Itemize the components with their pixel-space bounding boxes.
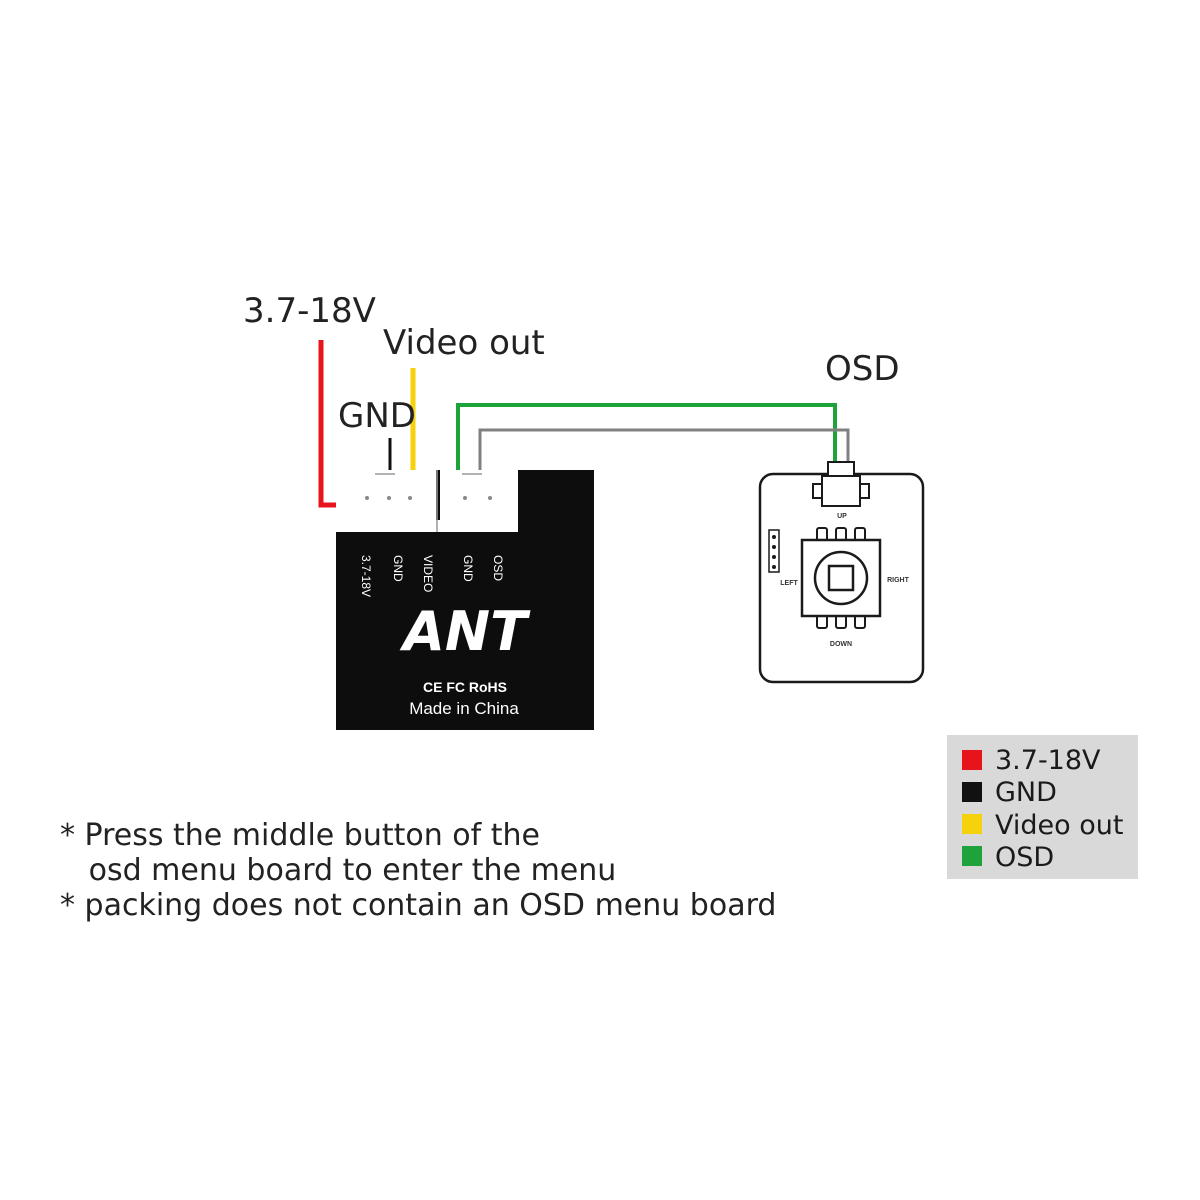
pin-label-video: VIDEO [421, 555, 435, 592]
module-certifications: CE FC RoHS [423, 679, 507, 695]
video-wire-label: Video out [383, 323, 545, 363]
legend-swatch-power [962, 750, 982, 770]
legend-swatch-video [962, 814, 982, 834]
legend-swatch-gnd [962, 782, 982, 802]
legend-swatch-osd [962, 846, 982, 866]
legend-label-osd: OSD [995, 842, 1054, 873]
direction-up-label: UP [837, 513, 847, 520]
direction-down-label: DOWN [830, 641, 852, 648]
pin-label-gnd: GND [391, 555, 405, 582]
pin-label-power: 3.7-18V [359, 555, 373, 597]
direction-left-label: LEFT [780, 580, 798, 587]
module-brand: ANT [399, 600, 531, 663]
osd-menu-board: UP LEFT RIGHT DOWN [758, 461, 925, 684]
osd-wire [456, 403, 837, 470]
color-legend: 3.7-18V GND Video out OSD [947, 735, 1138, 879]
video-transmitter-module: 3.7-18V GND VIDEO GND OSD ANT CE FC RoHS… [336, 470, 594, 730]
legend-label-power: 3.7-18V [995, 745, 1101, 776]
pin-label-osd-gnd: GND [461, 555, 475, 582]
pin-label-osd: OSD [491, 555, 505, 581]
legend-label-gnd: GND [995, 777, 1057, 808]
osd-wire-label: OSD [825, 349, 900, 389]
power-wire [318, 340, 336, 508]
osd-ground-wire [478, 428, 850, 470]
gnd-wire-label: GND [338, 396, 416, 436]
legend-label-video: Video out [995, 810, 1123, 841]
note-osd-menu: * Press the middle button of the osd men… [60, 818, 617, 888]
direction-right-label: RIGHT [887, 577, 910, 584]
power-wire-label: 3.7-18V [243, 291, 376, 331]
note-packing: * packing does not contain an OSD menu b… [60, 888, 777, 923]
module-made-in: Made in China [409, 699, 519, 718]
